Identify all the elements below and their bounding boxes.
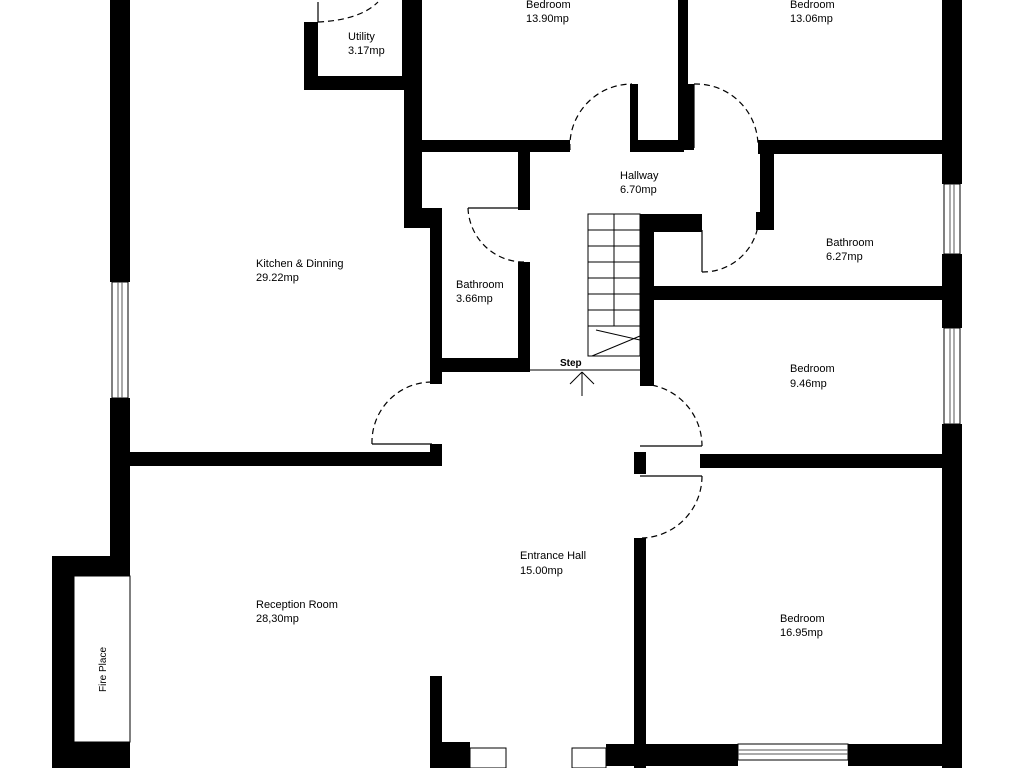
room-name-entrance-hall: Entrance Hall [520,550,586,562]
door-bathroom-small [467,207,525,263]
room-labels: Bedroom 13.90mp Bedroom 13.06mp Utility … [98,0,874,692]
step-arrow-icon [569,371,595,396]
doors [317,1,759,539]
room-name-kitchen-dining: Kitchen & Dinning [256,258,343,270]
room-name-bedroom-top-right: Bedroom [790,0,835,11]
window-right-bedroom [943,327,961,425]
room-name-hallway: Hallway [620,170,659,182]
staircase [530,213,641,371]
room-area-utility: 3.17mp [348,45,385,57]
window-bottom-bedroom [737,743,849,761]
room-area-entrance-hall: 15.00mp [520,565,563,577]
room-area-reception-room: 28,30mp [256,613,299,625]
door-bathroom-right [701,225,759,273]
door-bedroom-top-left [569,83,633,151]
room-area-bathroom-right: 6.27mp [826,251,863,263]
room-area-bedroom-top-left: 13.90mp [526,13,569,25]
room-name-bedroom-middle-right: Bedroom [790,363,835,375]
walls [52,0,962,768]
room-name-bedroom-top-left: Bedroom [526,0,571,11]
windows [111,183,961,768]
door-bedroom-top-right [693,83,759,148]
window-bottom-entrance [469,747,607,768]
room-name-utility: Utility [348,31,375,43]
room-name-bathroom-right: Bathroom [826,237,874,249]
room-area-hallway: 6.70mp [620,184,657,196]
door-utility [317,1,379,23]
door-kitchen [371,381,433,445]
window-left-kitchen [111,281,129,399]
door-bedroom-bottom-right [640,475,703,539]
room-area-bedroom-middle-right: 9.46mp [790,378,827,390]
room-area-kitchen-dining: 29.22mp [256,272,299,284]
room-name-reception-room: Reception Room [256,599,338,611]
room-name-bathroom-small: Bathroom [456,279,504,291]
room-area-bathroom-small: 3.66mp [456,293,493,305]
room-area-bedroom-top-right: 13.06mp [790,13,833,25]
fire-place-label: Fire Place [98,647,109,692]
room-area-bedroom-bottom-right: 16.95mp [780,627,823,639]
window-right-bathroom [943,183,961,255]
step-label: Step [560,358,582,369]
room-name-bedroom-bottom-right: Bedroom [780,613,825,625]
door-bedroom-middle-right [640,383,703,447]
